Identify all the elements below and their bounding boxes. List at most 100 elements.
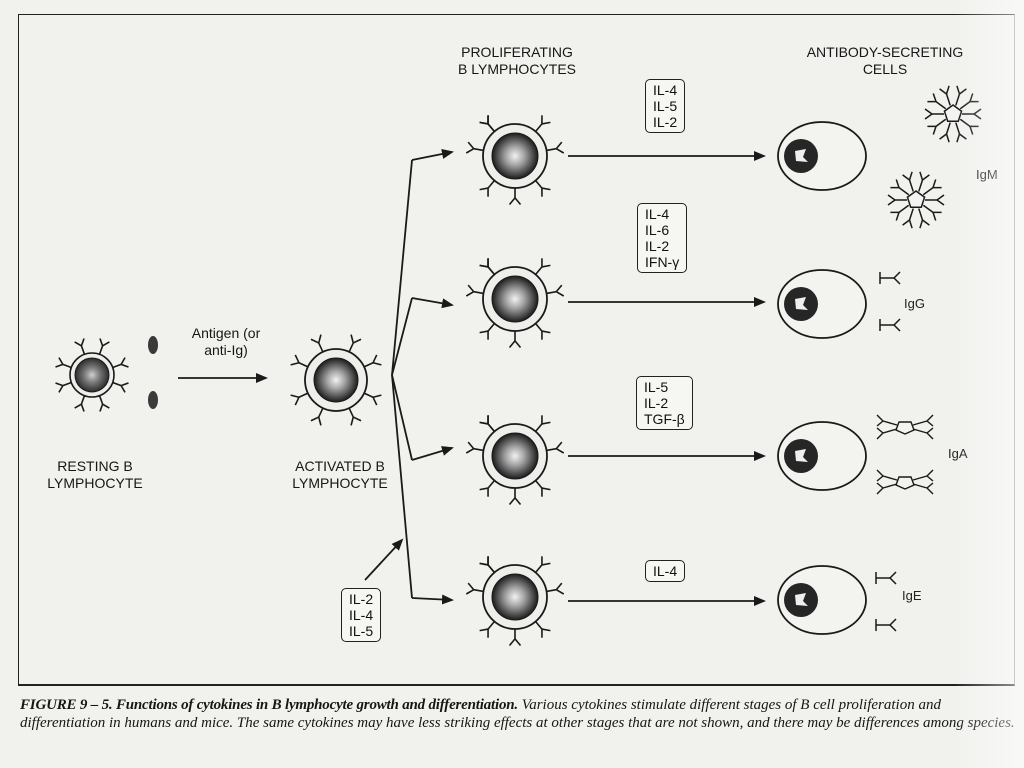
surface-receptor: [348, 407, 362, 426]
iga-cytokine-box: IL-5 IL-2 TGF-β: [636, 376, 693, 430]
surface-receptor: [508, 331, 522, 349]
proliferating-b-cell: [465, 556, 565, 647]
surface-receptor: [534, 620, 551, 638]
antibody-arm: [955, 85, 967, 106]
antibody-arm: [939, 85, 951, 106]
surface-receptor: [112, 381, 129, 393]
surface-receptor: [534, 258, 551, 276]
antigen-particle: [148, 336, 158, 354]
branch-line-upper-a: [391, 159, 413, 376]
igg-monomer: [879, 318, 901, 332]
proliferating-b-cell: [465, 415, 565, 506]
surface-receptor: [290, 354, 309, 368]
antibody-arm: [924, 108, 944, 120]
branch-arrow-1: [411, 149, 454, 161]
branch-line-lower-b: [391, 374, 413, 599]
pathway-diagram: [55, 85, 982, 647]
igg-label: IgG: [904, 296, 925, 311]
surface-receptor: [479, 415, 496, 433]
surface-receptor: [465, 141, 484, 154]
ige-monomer: [875, 571, 897, 585]
surface-receptor: [479, 620, 496, 638]
branch-line-lower-a: [391, 374, 413, 461]
surface-receptor: [479, 179, 496, 197]
surface-receptor: [534, 415, 551, 433]
surface-receptor: [508, 188, 522, 206]
antibody-arm: [922, 179, 942, 196]
surface-receptor: [534, 179, 551, 197]
surface-receptor: [310, 334, 324, 353]
ige-label: IgE: [902, 588, 922, 603]
branch-arrow-3: [411, 446, 454, 461]
surface-receptor: [348, 334, 362, 353]
cell-illustrations: [55, 115, 867, 647]
surface-receptor: [546, 141, 565, 154]
plasma-cell: [777, 121, 867, 191]
surface-receptor: [112, 357, 129, 369]
surface-receptor: [546, 441, 565, 454]
resting-b-cell: [55, 338, 129, 412]
antibody-arm: [927, 93, 947, 110]
surface-receptor: [465, 284, 484, 297]
surface-receptor: [363, 392, 382, 406]
antibody-arm: [902, 208, 914, 229]
antibody-arm: [902, 171, 914, 192]
surface-receptor: [74, 395, 86, 412]
antibody-arm: [918, 208, 930, 229]
surface-receptor: [98, 395, 110, 412]
igg-cytokine-box: IL-4 IL-6 IL-2 IFN-γ: [637, 203, 688, 273]
iga-dimer: [876, 414, 934, 440]
antibody-arm: [890, 204, 910, 221]
branch-line-upper-b: [391, 297, 413, 376]
ige-cytokine-box: IL-4: [645, 560, 686, 582]
antibody-arm: [955, 122, 967, 143]
surface-receptor: [534, 479, 551, 497]
figure-caption: FIGURE 9 – 5. Functions of cytokines in …: [20, 696, 1020, 732]
surface-receptor: [55, 381, 72, 393]
surface-receptor: [479, 479, 496, 497]
surface-receptor: [534, 115, 551, 133]
surface-receptor: [534, 556, 551, 574]
iga-label: IgA: [948, 446, 968, 461]
antibody-arm: [927, 118, 947, 135]
surface-receptor: [465, 582, 484, 595]
iga-dimer: [876, 469, 934, 495]
surface-receptor: [290, 392, 309, 406]
surface-receptor: [508, 488, 522, 506]
antibody-arm: [922, 204, 942, 221]
antigen-particle: [148, 391, 158, 409]
surface-receptor: [479, 258, 496, 276]
igm-cytokine-box: IL-4 IL-5 IL-2: [645, 79, 686, 133]
surface-receptor: [546, 582, 565, 595]
igm-pentamer: [887, 171, 945, 229]
surface-receptor: [98, 338, 110, 355]
igm-pentamer: [924, 85, 982, 143]
surface-receptor: [465, 441, 484, 454]
surface-receptor: [74, 338, 86, 355]
surface-receptor: [55, 357, 72, 369]
branch-arrow-4: [411, 594, 454, 605]
proliferating-b-cell: [465, 258, 565, 349]
secreted-antibodies: [875, 85, 982, 632]
branch-arrow-2: [411, 297, 454, 309]
surface-receptor: [479, 556, 496, 574]
surface-receptor: [479, 115, 496, 133]
surface-receptor: [534, 322, 551, 340]
antibody-arm: [939, 122, 951, 143]
pathway-arrows: [178, 149, 766, 606]
activated-b-cell: [290, 334, 382, 426]
caption-body: Various cytokines stimulate different st…: [20, 697, 1015, 731]
igg-monomer: [879, 271, 901, 285]
surface-receptor: [310, 407, 324, 426]
antibody-arm: [887, 194, 907, 206]
antibody-arm: [890, 179, 910, 196]
plasma-cell: [777, 421, 867, 491]
plasma-cell: [777, 565, 867, 635]
igm-label: IgM: [976, 167, 998, 182]
antibody-arm: [959, 118, 979, 135]
